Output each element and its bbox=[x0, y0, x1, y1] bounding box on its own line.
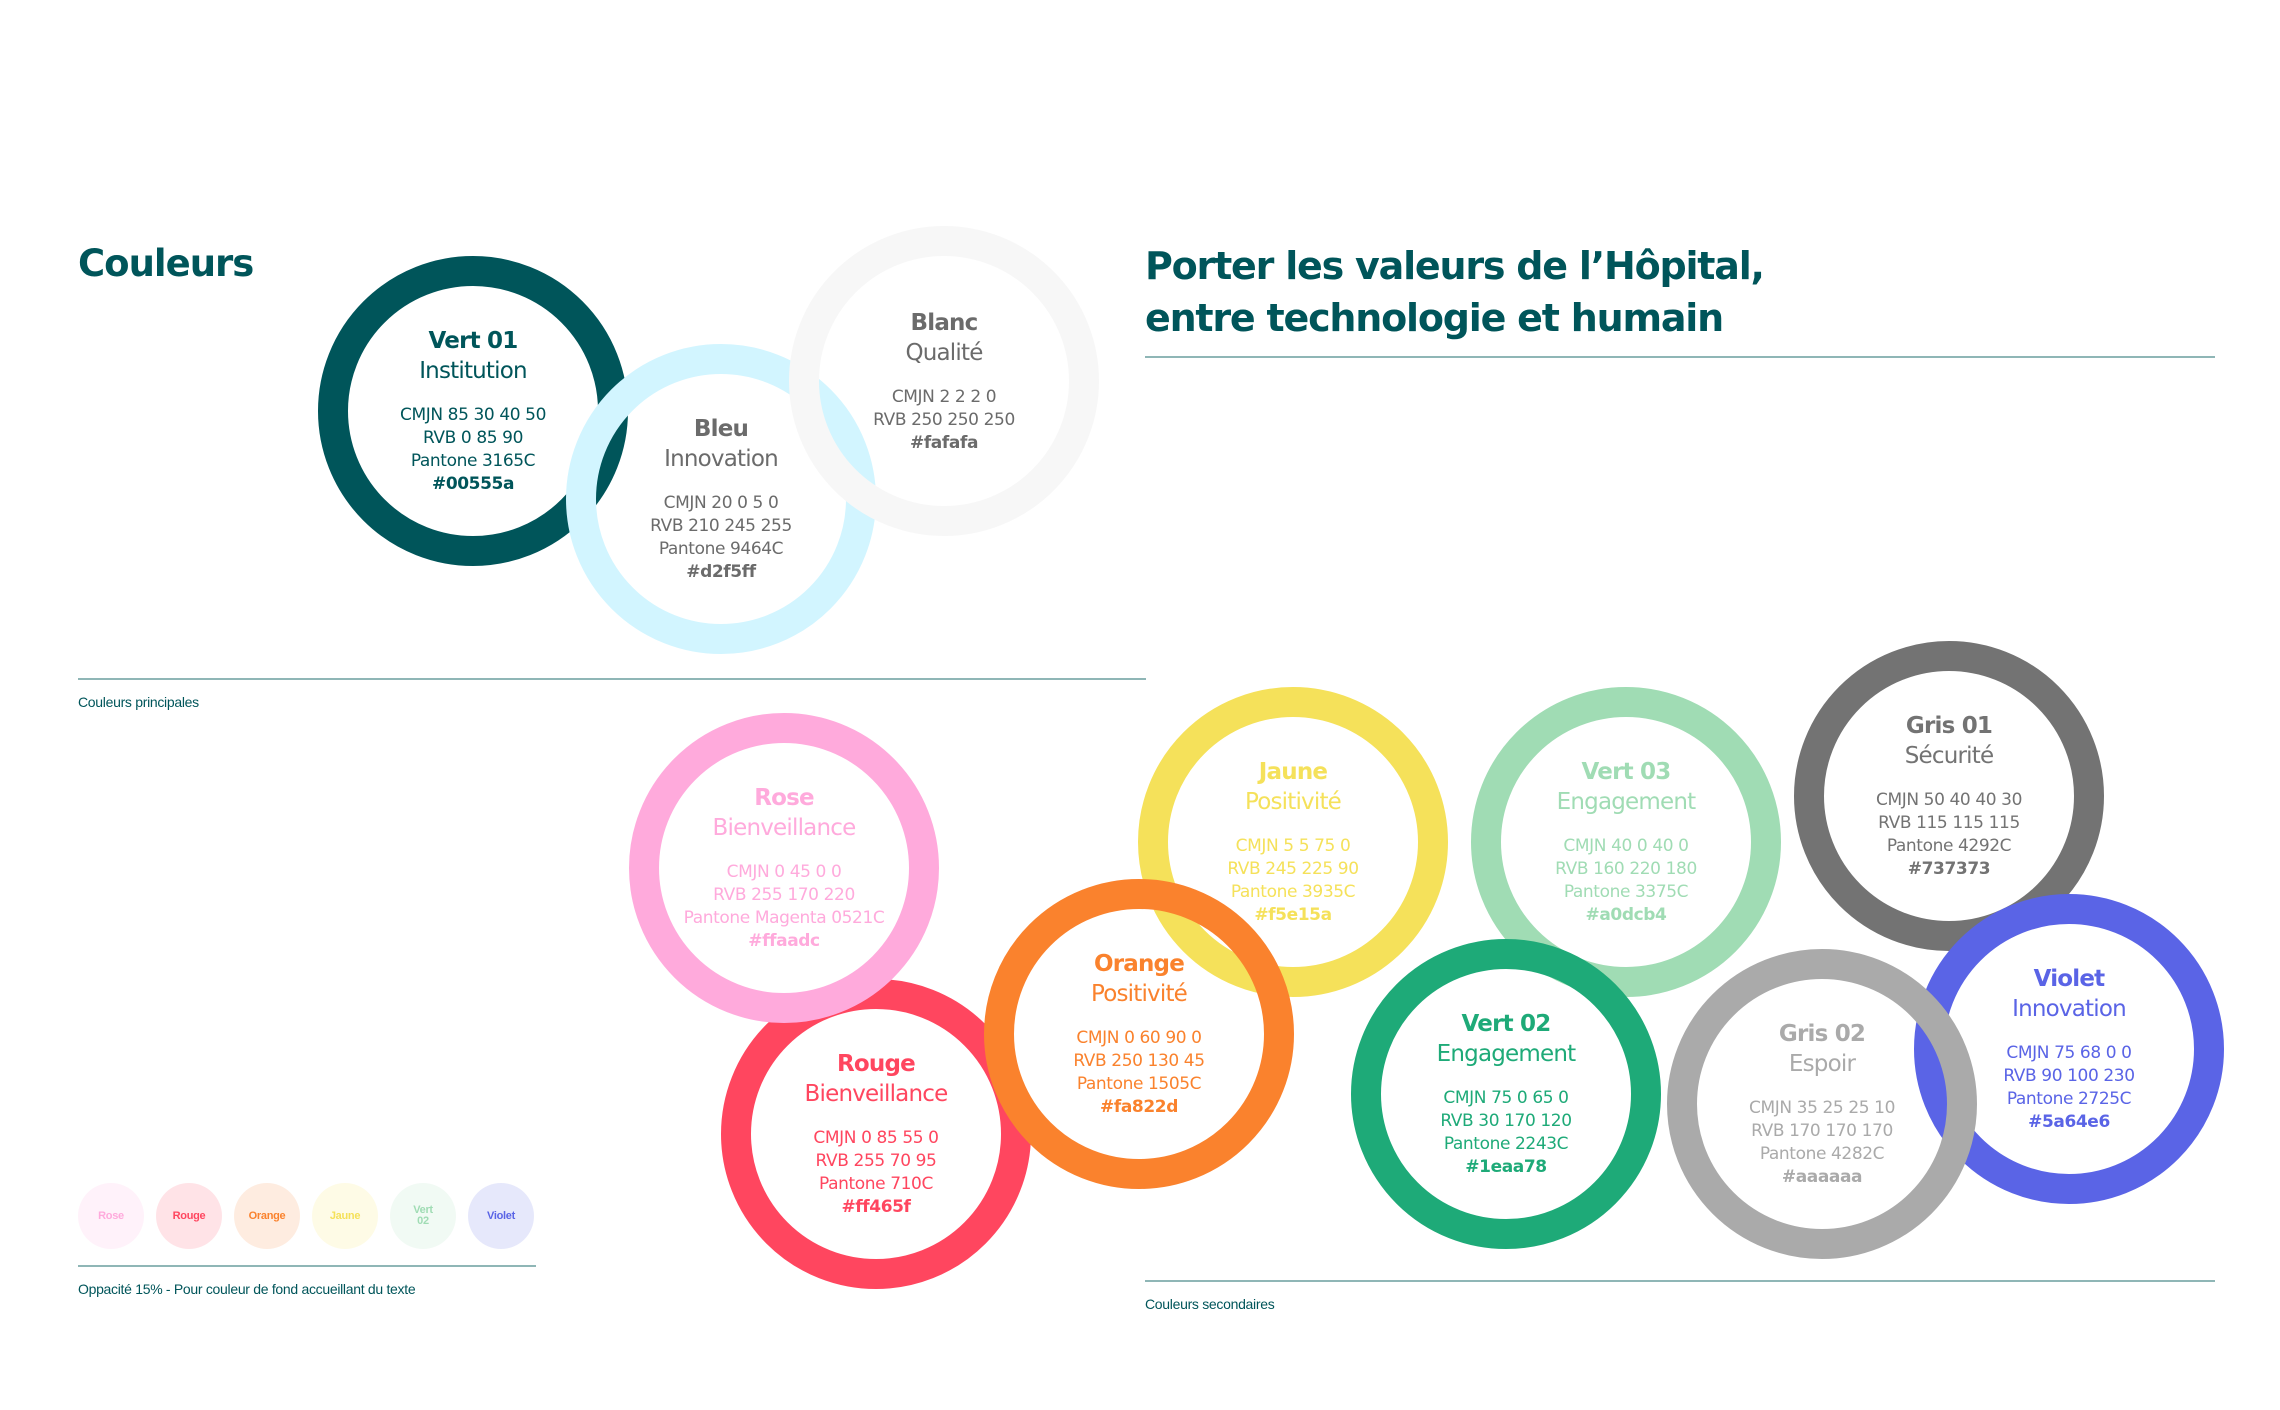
hex-value: #a0dcb4 bbox=[1585, 905, 1667, 925]
color-role: Espoir bbox=[1788, 1051, 1856, 1077]
rvb-value: RVB 250 250 250 bbox=[873, 409, 1015, 430]
rvb-value: RVB 90 100 230 bbox=[2003, 1066, 2135, 1086]
hex-value: #fafafa bbox=[909, 432, 979, 453]
opacity-swatch-vert-02: Vert 02 bbox=[390, 1183, 456, 1249]
headline-line-2: entre technologie et humain bbox=[1145, 296, 1724, 340]
hex-value: #f5e15a bbox=[1254, 905, 1332, 925]
color-role: Institution bbox=[419, 358, 527, 384]
page-headline: Porter les valeurs de l’Hôpital, entre t… bbox=[1145, 240, 1765, 344]
cmjn-value: CMJN 0 85 55 0 bbox=[813, 1128, 939, 1148]
cmjn-value: CMJN 5 5 75 0 bbox=[1235, 836, 1351, 856]
color-name: Orange bbox=[1093, 951, 1185, 977]
hex-value: #00555a bbox=[431, 474, 515, 494]
hex-value: #ff465f bbox=[841, 1197, 911, 1217]
rvb-value: RVB 210 245 255 bbox=[650, 516, 792, 536]
rvb-value: RVB 255 170 220 bbox=[713, 885, 855, 905]
rvb-value: RVB 245 225 90 bbox=[1227, 859, 1359, 879]
hex-value: #737373 bbox=[1907, 859, 1991, 879]
color-name: Bleu bbox=[693, 416, 749, 442]
pantone-value: Pantone 2243C bbox=[1443, 1134, 1569, 1154]
secondary-divider bbox=[1145, 1280, 2215, 1282]
color-name: Vert 01 bbox=[428, 328, 519, 354]
color-name: Gris 01 bbox=[1905, 713, 1993, 739]
color-role: Qualité bbox=[905, 339, 983, 366]
cmjn-value: CMJN 75 0 65 0 bbox=[1443, 1088, 1569, 1108]
primary-colors-caption: Couleurs principales bbox=[78, 694, 199, 710]
cmjn-value: CMJN 85 30 40 50 bbox=[399, 405, 546, 425]
rvb-value: RVB 170 170 170 bbox=[1751, 1121, 1893, 1141]
cmjn-value: CMJN 75 68 0 0 bbox=[2006, 1043, 2132, 1063]
color-role: Innovation bbox=[664, 446, 779, 472]
opacity-divider bbox=[78, 1265, 536, 1267]
hex-value: #d2f5ff bbox=[686, 562, 756, 582]
rvb-value: RVB 115 115 115 bbox=[1878, 813, 2020, 833]
headline-line-1: Porter les valeurs de l’Hôpital, bbox=[1145, 244, 1765, 288]
hex-value: #fa822d bbox=[1100, 1097, 1178, 1117]
color-role: Positivité bbox=[1090, 981, 1188, 1007]
pantone-value: Pantone 1505C bbox=[1076, 1074, 1202, 1094]
color-role: Sécurité bbox=[1904, 743, 1994, 769]
hex-value: #aaaaaa bbox=[1781, 1167, 1863, 1187]
cmjn-value: CMJN 0 45 0 0 bbox=[726, 862, 842, 882]
color-role: Bienveillance bbox=[712, 815, 857, 841]
color-role: Positivité bbox=[1244, 789, 1342, 815]
color-name: Rouge bbox=[837, 1051, 916, 1077]
color-role: Engagement bbox=[1436, 1041, 1577, 1067]
rvb-value: RVB 255 70 95 bbox=[815, 1151, 937, 1171]
color-name: Violet bbox=[2033, 966, 2106, 992]
swatch-label: Violet bbox=[487, 1209, 515, 1222]
hex-value: #5a64e6 bbox=[2028, 1112, 2110, 1132]
swatch-label: Rose bbox=[98, 1209, 124, 1222]
color-name: Jaune bbox=[1258, 759, 1328, 785]
color-role: Innovation bbox=[2012, 996, 2127, 1022]
swatch-label: Rouge bbox=[172, 1209, 206, 1222]
cmjn-value: CMJN 2 2 2 0 bbox=[891, 386, 997, 407]
color-name: Rose bbox=[754, 785, 814, 811]
cmjn-value: CMJN 0 60 90 0 bbox=[1076, 1028, 1202, 1048]
opacity-swatch-rose: Rose bbox=[78, 1183, 144, 1249]
pantone-value: Pantone 3935C bbox=[1230, 882, 1356, 902]
pantone-value: Pantone 4282C bbox=[1759, 1144, 1885, 1164]
color-name: Gris 02 bbox=[1778, 1021, 1866, 1047]
hex-value: #1eaa78 bbox=[1465, 1157, 1547, 1177]
opacity-swatch-rouge: Rouge bbox=[156, 1183, 222, 1249]
cmjn-value: CMJN 35 25 25 10 bbox=[1748, 1098, 1895, 1118]
cmjn-value: CMJN 50 40 40 30 bbox=[1875, 790, 2022, 810]
cmjn-value: CMJN 40 0 40 0 bbox=[1563, 836, 1689, 856]
rvb-value: RVB 30 170 120 bbox=[1440, 1111, 1572, 1131]
pantone-value: Pantone 3375C bbox=[1563, 882, 1689, 902]
rvb-value: RVB 250 130 45 bbox=[1073, 1051, 1205, 1071]
pantone-value: Pantone 4292C bbox=[1886, 836, 2012, 856]
rvb-value: RVB 160 220 180 bbox=[1555, 859, 1697, 879]
opacity-swatch-orange: Orange bbox=[234, 1183, 300, 1249]
color-name: Blanc bbox=[910, 309, 979, 336]
pantone-value: Pantone 9464C bbox=[658, 539, 784, 559]
color-role: Engagement bbox=[1556, 789, 1697, 815]
secondary-colors-caption: Couleurs secondaires bbox=[1145, 1296, 1275, 1312]
pantone-value: Pantone 2725C bbox=[2006, 1089, 2132, 1109]
opacity-caption: Oppacité 15% - Pour couleur de fond accu… bbox=[78, 1281, 416, 1297]
color-name: Vert 02 bbox=[1461, 1011, 1552, 1037]
color-name: Vert 03 bbox=[1581, 759, 1672, 785]
hex-value: #ffaadc bbox=[748, 931, 820, 951]
primary-divider bbox=[78, 678, 1146, 680]
swatch-label: Jaune bbox=[329, 1209, 361, 1222]
opacity-swatch-jaune: Jaune bbox=[312, 1183, 378, 1249]
page-title: Couleurs bbox=[78, 242, 254, 285]
cmjn-value: CMJN 20 0 5 0 bbox=[663, 493, 779, 513]
pantone-value: Pantone 3165C bbox=[410, 451, 536, 471]
swatch-label: Orange bbox=[248, 1209, 286, 1222]
color-role: Bienveillance bbox=[804, 1081, 949, 1107]
pantone-value: Pantone Magenta 0521C bbox=[683, 908, 885, 928]
opacity-swatch-violet: Violet bbox=[468, 1183, 534, 1249]
headline-divider bbox=[1145, 356, 2215, 358]
swatch-label: Vert 02 bbox=[413, 1204, 433, 1227]
rvb-value: RVB 0 85 90 bbox=[422, 428, 524, 448]
pantone-value: Pantone 710C bbox=[819, 1174, 933, 1194]
